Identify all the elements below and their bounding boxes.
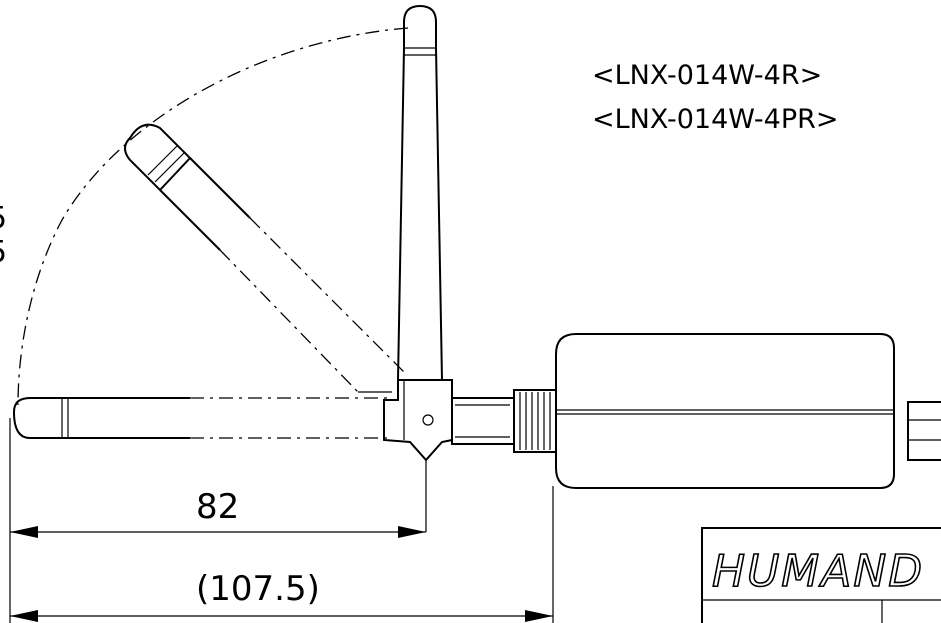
dimension-107-5 bbox=[10, 610, 553, 622]
antenna-diagonal-ghost bbox=[124, 123, 405, 393]
device-body bbox=[555, 333, 941, 489]
brand-logo-text: HUMAND bbox=[712, 546, 924, 597]
antenna-horizontal-ghost bbox=[12, 397, 390, 439]
cut-edge-digit-upper: 5 bbox=[0, 201, 7, 236]
antenna-vertical bbox=[383, 4, 453, 532]
sma-connector bbox=[451, 389, 557, 453]
cut-edge-digit-lower: 5 bbox=[0, 235, 7, 270]
dimension-82-label: 82 bbox=[196, 487, 239, 527]
dimension-107-5-label: (107.5) bbox=[196, 569, 320, 609]
title-block bbox=[701, 527, 941, 623]
model-label-4pr: <LNX-014W-4PR> bbox=[592, 104, 838, 135]
dimension-82 bbox=[10, 526, 426, 538]
model-label-4r: <LNX-014W-4R> bbox=[592, 60, 822, 91]
rotation-arc bbox=[17, 27, 409, 406]
